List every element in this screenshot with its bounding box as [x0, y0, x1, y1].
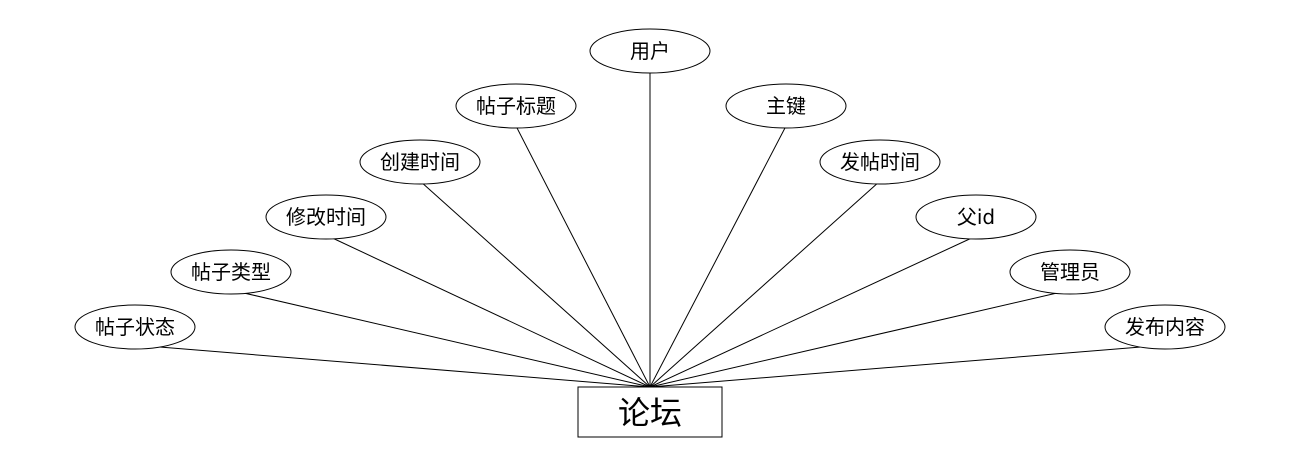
attribute-tiezi-leixing: 帖子类型 — [170, 249, 292, 295]
attribute-label: 帖子状态 — [95, 315, 175, 339]
connector-tiezi-leixing — [230, 289, 651, 388]
attribute-ellipse — [1009, 249, 1131, 295]
attribute-xiugai-shijian: 修改时间 — [265, 194, 387, 240]
attribute-ellipse — [589, 28, 711, 74]
entity-box — [577, 386, 723, 438]
attribute-label: 主键 — [766, 94, 806, 118]
attribute-fu-id: 父id — [915, 194, 1037, 240]
connector-fatie-shijian — [649, 180, 881, 388]
attribute-label: 创建时间 — [380, 150, 460, 174]
connectors — [134, 73, 1166, 388]
entity-luntan: 论坛 — [577, 386, 723, 438]
attribute-chuangjian-shijian: 创建时间 — [359, 139, 481, 185]
attribute-fatie-shijian: 发帖时间 — [819, 139, 941, 185]
connector-guanliyuan — [649, 289, 1071, 388]
attribute-ellipse — [725, 83, 847, 129]
connector-zhujian — [649, 125, 787, 388]
attribute-zhujian: 主键 — [725, 83, 847, 129]
attribute-ellipse — [265, 194, 387, 240]
attribute-label: 用户 — [630, 39, 670, 63]
attribute-label: 发布内容 — [1125, 315, 1205, 339]
attribute-tiezi-biaoti: 帖子标题 — [455, 83, 577, 129]
attribute-label: 发帖时间 — [840, 150, 920, 174]
attribute-ellipse — [915, 194, 1037, 240]
attribute-ellipse — [170, 249, 292, 295]
attribute-ellipse — [74, 304, 196, 350]
connector-fabu-neirong — [649, 344, 1166, 388]
attribute-yonghu: 用户 — [589, 28, 711, 74]
entity-label: 论坛 — [618, 394, 682, 432]
connector-tiezi-biaoti — [515, 125, 651, 388]
attribute-ellipse — [819, 139, 941, 185]
attribute-guanliyuan: 管理员 — [1009, 249, 1131, 295]
attribute-label: 父id — [957, 205, 995, 229]
connector-chuangjian-shijian — [419, 180, 651, 388]
attribute-label: 帖子标题 — [476, 94, 556, 118]
connector-xiugai-shijian — [325, 234, 651, 388]
attribute-label: 帖子类型 — [191, 260, 271, 284]
attribute-label: 管理员 — [1040, 260, 1100, 284]
attribute-label: 修改时间 — [286, 205, 366, 229]
attribute-fabu-neirong: 发布内容 — [1104, 304, 1226, 350]
attribute-ellipse — [1104, 304, 1226, 350]
attribute-tiezi-zhuangtai: 帖子状态 — [74, 304, 196, 350]
connector-fu-id — [649, 235, 977, 388]
attribute-ellipse — [359, 139, 481, 185]
connector-tiezi-zhuangtai — [134, 344, 651, 388]
attribute-ellipse — [455, 83, 577, 129]
